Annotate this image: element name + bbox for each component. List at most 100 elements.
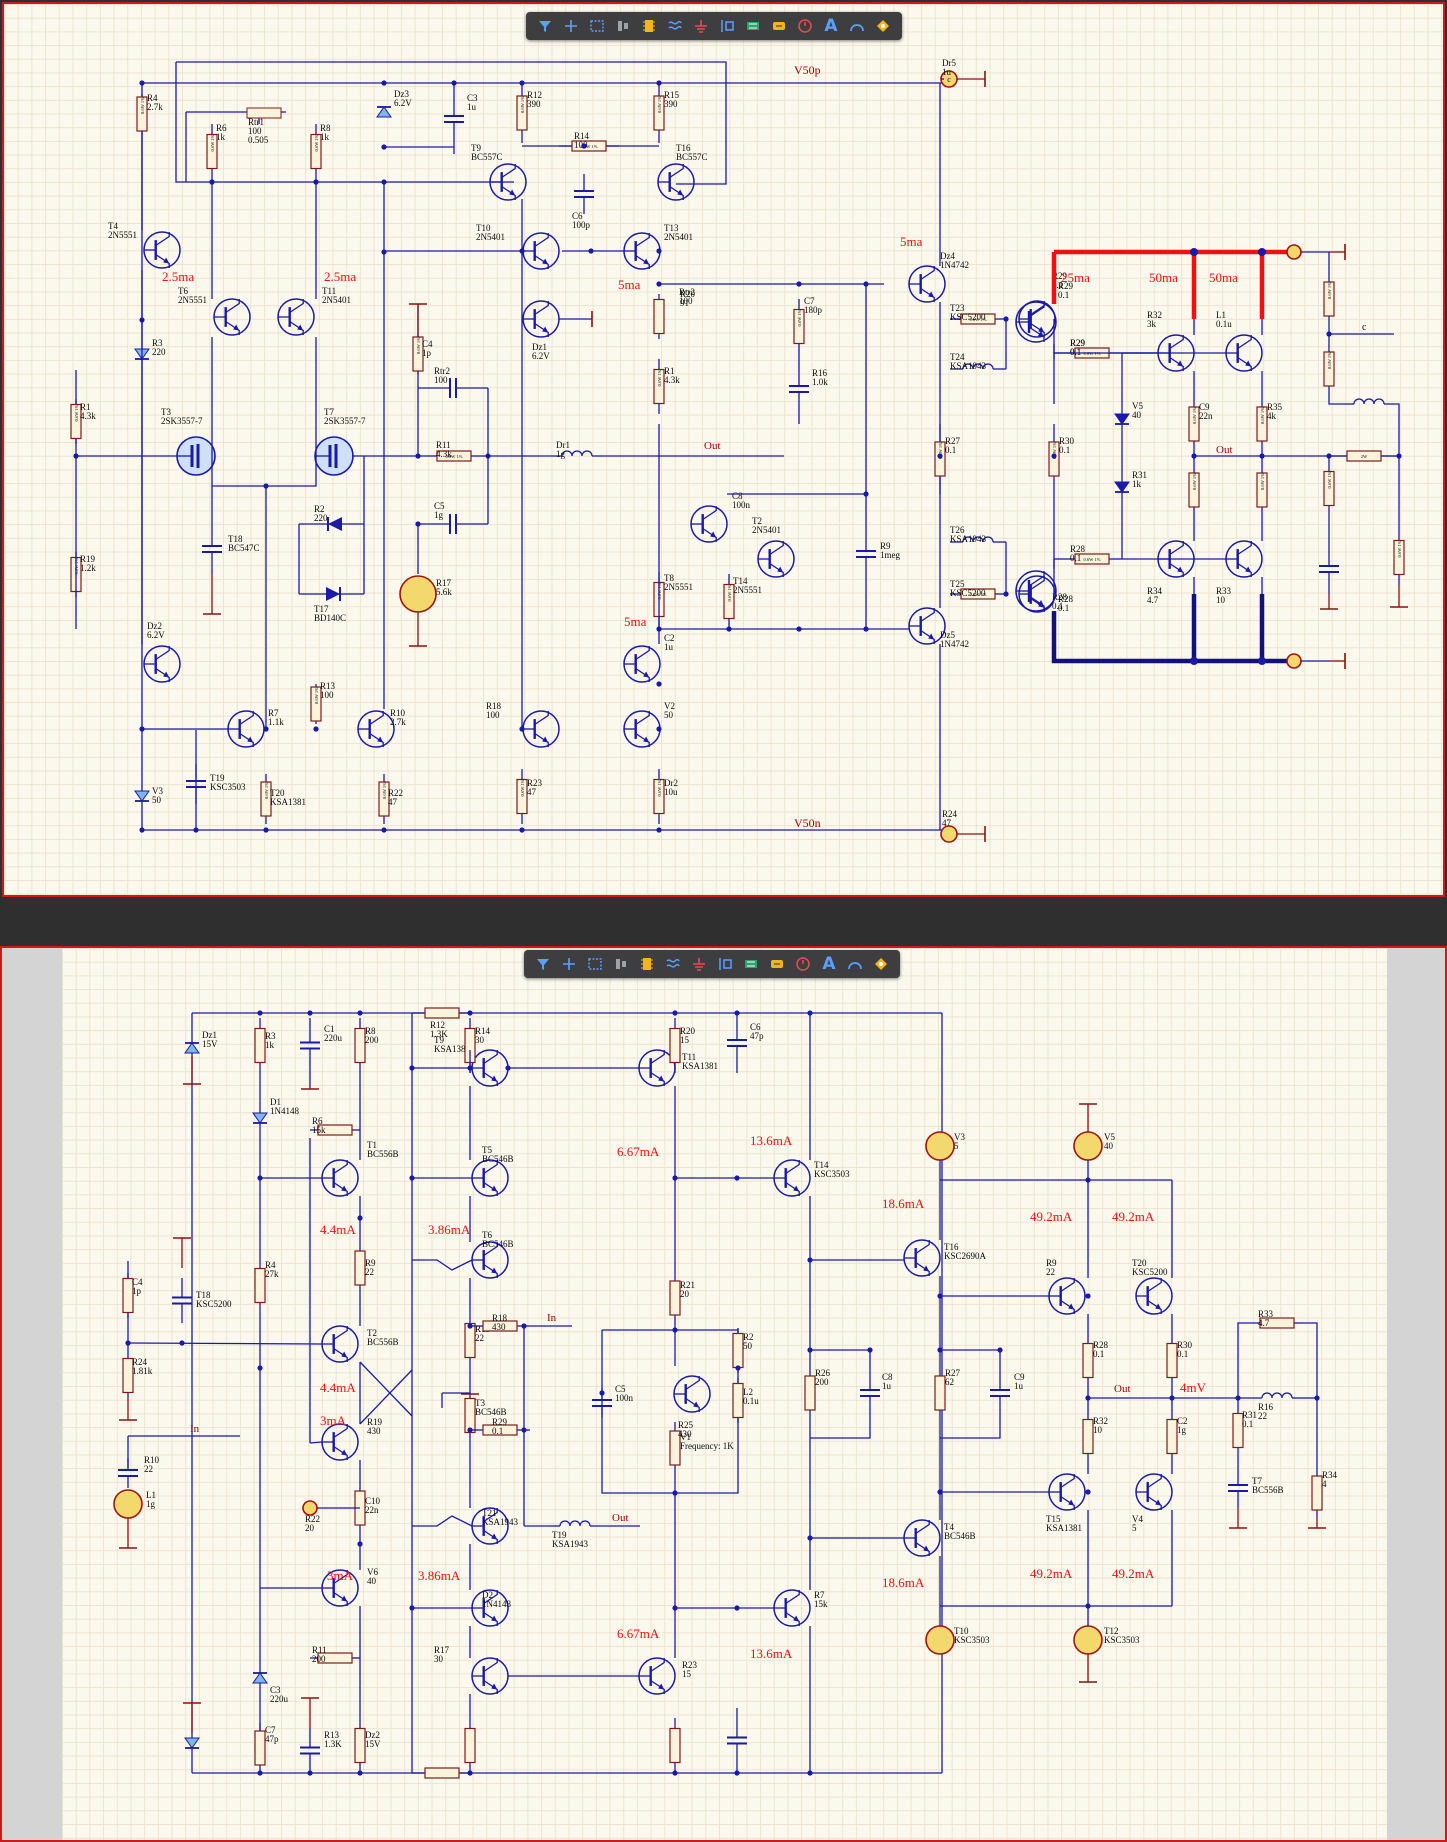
resistor-body — [934, 1375, 946, 1411]
power-port-icon[interactable] — [792, 14, 818, 38]
resistor-body — [254, 1267, 266, 1304]
align-icon[interactable] — [610, 14, 636, 38]
component-value: KSC5200 — [1132, 1267, 1168, 1277]
net-label-icon[interactable] — [738, 952, 764, 976]
resistor: 0.6W 1% — [516, 83, 528, 143]
component-icon[interactable] — [636, 14, 662, 38]
text-icon[interactable]: A — [822, 954, 836, 974]
resistor-mark: 0.6W 1% — [657, 369, 662, 386]
directive-icon[interactable] — [868, 952, 894, 976]
component-ref: T25 — [950, 579, 965, 589]
emitter-arrow — [710, 531, 717, 538]
inductor-coil — [1261, 1392, 1293, 1399]
wire — [534, 301, 549, 316]
component-ref: V1 — [680, 1432, 691, 1442]
bus-icon[interactable] — [660, 952, 686, 976]
net-label-in: In — [190, 1423, 200, 1435]
component-value: 40 — [1104, 1141, 1114, 1151]
arc-icon[interactable] — [844, 14, 870, 38]
resistor-body — [378, 781, 390, 817]
component-value: 15k — [814, 1599, 828, 1609]
resistor-body — [254, 1730, 266, 1766]
component-ref: C4 — [132, 1277, 143, 1287]
resistor-mark: 0.6W 1% — [1084, 557, 1101, 562]
junction-dot — [807, 1347, 813, 1353]
wire — [1060, 1495, 1075, 1510]
component-value: 200 — [815, 1377, 829, 1387]
resistor-body — [254, 1027, 266, 1064]
emitter-arrow — [793, 1185, 800, 1192]
filter-icon[interactable] — [530, 952, 556, 976]
component-ref: D2 — [482, 1590, 493, 1600]
voltage-source — [1286, 653, 1302, 669]
voltage-source — [1073, 1625, 1103, 1655]
component-value: 1.81k — [132, 1366, 153, 1376]
capacitor — [856, 529, 876, 579]
resistor-body — [122, 1357, 134, 1394]
port-icon[interactable] — [714, 14, 740, 38]
component-value: 200 — [365, 1035, 379, 1045]
component-ref: R32 — [1093, 1416, 1108, 1426]
voltage-source — [302, 1500, 318, 1516]
junction-dot — [1169, 1395, 1175, 1401]
component-ref: R16 — [1258, 1402, 1274, 1412]
directive-icon[interactable] — [870, 14, 896, 38]
ground-icon[interactable] — [686, 952, 712, 976]
junction-dot — [796, 281, 802, 287]
resistor: 0.6W 1% — [206, 124, 218, 179]
emitter-arrow — [491, 1267, 498, 1274]
resistor: 0.6W 1% — [310, 124, 322, 179]
component-ref: T11 — [322, 286, 336, 296]
text-icon[interactable]: A — [824, 16, 838, 36]
component-ref: R12 — [430, 1020, 445, 1030]
resistor — [1252, 1317, 1302, 1329]
transistor — [623, 232, 661, 270]
component-ref: R28 — [1058, 594, 1074, 604]
bus-icon[interactable] — [662, 14, 688, 38]
emitter-arrow — [542, 736, 549, 743]
junction-dot — [726, 626, 732, 632]
component-value: 5 — [954, 1141, 959, 1151]
component-value: BC557C — [471, 152, 503, 162]
crosshair-icon[interactable] — [558, 14, 584, 38]
component-ref: R1 — [664, 366, 675, 376]
transistor — [522, 300, 560, 338]
emitter-arrow — [643, 736, 650, 743]
power-port-icon[interactable] — [790, 952, 816, 976]
component-ref: R13 — [324, 1730, 340, 1740]
component-value: KSC3503 — [210, 782, 246, 792]
part-icon[interactable] — [766, 14, 792, 38]
resistor-body — [1259, 1317, 1295, 1329]
component-ref: T2 — [752, 516, 762, 526]
resistor: 0.6W 1% — [136, 94, 148, 134]
voltage-source — [925, 1625, 955, 1655]
component-value: BC546B — [944, 1531, 976, 1541]
emitter-arrow — [1245, 566, 1252, 573]
filter-icon[interactable] — [532, 14, 558, 38]
select-rect-icon[interactable] — [582, 952, 608, 976]
resistor: 0.6W 1% — [70, 399, 82, 444]
junction-dot — [521, 1323, 527, 1329]
part-icon[interactable] — [764, 952, 790, 976]
component-ref: V4 — [1132, 1514, 1143, 1524]
junction-dot — [467, 1065, 473, 1071]
port-icon[interactable] — [712, 952, 738, 976]
ground-icon[interactable] — [688, 14, 714, 38]
component-value: 20 — [305, 1523, 315, 1533]
junction-dot — [734, 1605, 740, 1611]
junction-dot — [139, 80, 145, 86]
wire — [785, 1590, 800, 1605]
wire — [483, 1160, 498, 1175]
component-icon[interactable] — [634, 952, 660, 976]
align-icon[interactable] — [608, 952, 634, 976]
resistor: 0.6W 1% — [653, 769, 665, 824]
component-value: 10 — [1216, 595, 1226, 605]
select-rect-icon[interactable] — [584, 14, 610, 38]
net-label-icon[interactable] — [740, 14, 766, 38]
crosshair-icon[interactable] — [556, 952, 582, 976]
voltage-source — [399, 575, 437, 613]
component-value: 2N5551 — [178, 295, 207, 305]
arc-icon[interactable] — [842, 952, 868, 976]
